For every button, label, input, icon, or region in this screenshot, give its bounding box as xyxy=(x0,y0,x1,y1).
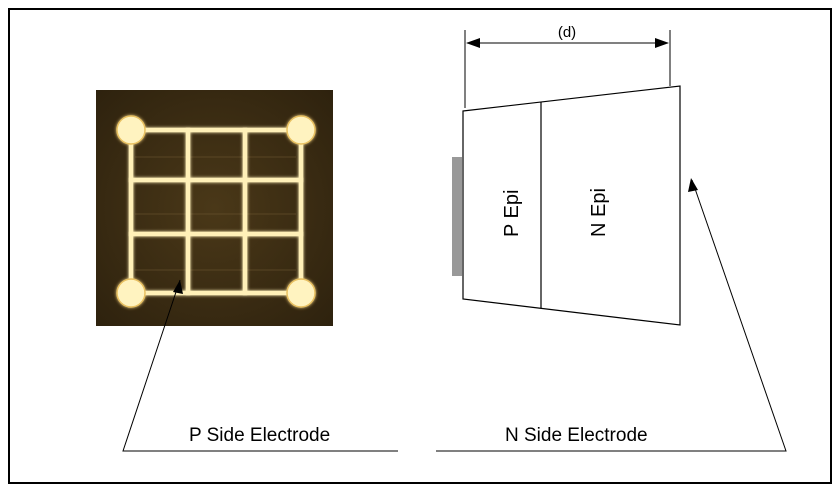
led-cross-section: P Epi N Epi xyxy=(452,85,681,326)
chip-body xyxy=(462,85,681,326)
dimension-d: (d) xyxy=(464,24,671,108)
p-electrode-leader-line xyxy=(122,279,398,452)
n-electrode-leader-line xyxy=(436,179,787,452)
n-epi-label: N Epi xyxy=(588,188,610,237)
pad-top-left xyxy=(116,115,146,145)
dimension-label: (d) xyxy=(558,24,576,41)
p-electrode-callout: P Side Electrode xyxy=(122,279,398,452)
chip-inner-texture xyxy=(135,156,296,271)
p-side-electrode-grid xyxy=(116,115,316,308)
n-contact-bar xyxy=(452,157,462,276)
p-epi-label: P Epi xyxy=(501,190,523,237)
dimension-arrow-left xyxy=(466,38,480,48)
n-electrode-callout: N Side Electrode xyxy=(436,178,787,452)
pad-bottom-left xyxy=(116,278,146,308)
n-side-electrode-label: N Side Electrode xyxy=(505,425,648,446)
outer-frame xyxy=(8,8,832,484)
chip-photo xyxy=(96,90,333,326)
p-side-electrode-label: P Side Electrode xyxy=(189,425,330,446)
pad-bottom-right xyxy=(286,278,316,308)
n-electrode-arrowhead xyxy=(688,178,698,192)
dimension-arrow-right xyxy=(655,38,669,48)
pad-top-right xyxy=(286,115,316,145)
p-electrode-arrowhead xyxy=(173,280,183,294)
